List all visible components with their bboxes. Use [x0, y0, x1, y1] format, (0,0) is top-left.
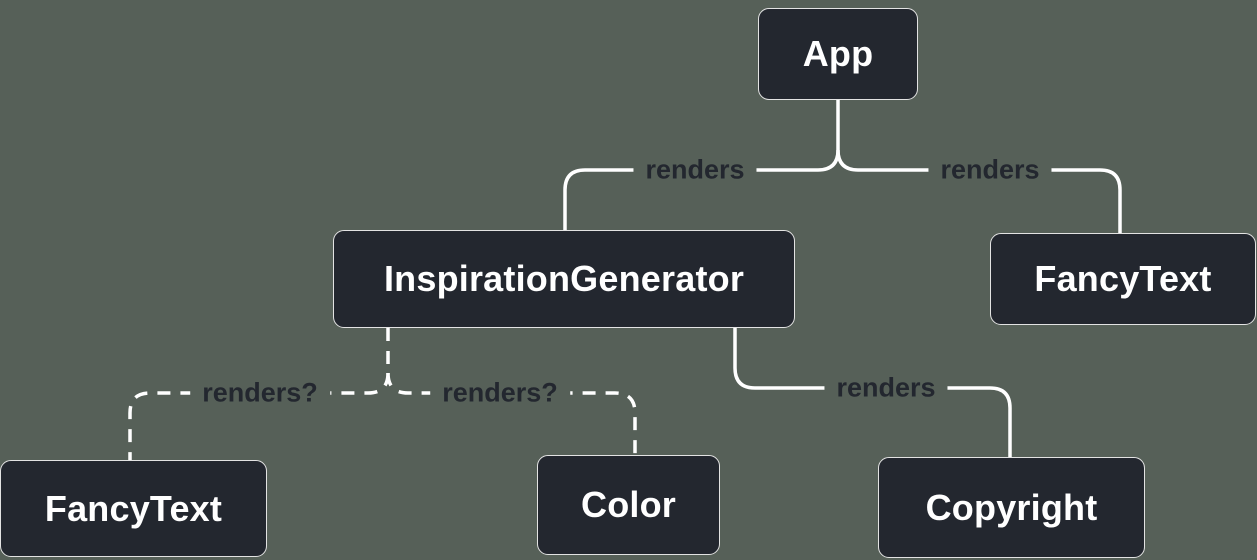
node-fancytext-top-label: FancyText — [1034, 258, 1212, 299]
node-inspirationgenerator-label: InspirationGenerator — [383, 258, 745, 299]
edge-label-renders-inspirationgenerator-copyright: renders — [824, 370, 948, 406]
edge-app-to-inspirationgenerator — [563, 149, 840, 230]
edge-inspirationgenerator-to-color — [386, 372, 637, 455]
edge-label-renders-inspirationgenerator-fancytext: renders? — [190, 375, 330, 411]
edge-label-renders-app-fancytext: renders — [928, 152, 1052, 188]
node-color-label: Color — [581, 484, 676, 525]
node-fancytext-bottom: FancyText — [0, 460, 267, 557]
node-color: Color — [537, 455, 720, 555]
node-copyright-label: Copyright — [925, 486, 1098, 528]
node-app-label: App — [802, 33, 874, 74]
node-fancytext-bottom-label: FancyText — [44, 487, 223, 529]
edge-label-renders-inspirationgenerator-color: renders? — [430, 375, 570, 411]
node-fancytext-top: FancyText — [990, 233, 1256, 325]
node-inspirationgenerator: InspirationGenerator — [333, 230, 795, 328]
edge-app-to-fancytext — [836, 149, 1122, 233]
edge-label-renders-app-inspirationgenerator: renders — [633, 152, 757, 188]
edge-inspirationgenerator-to-fancytext — [128, 372, 390, 460]
node-copyright: Copyright — [878, 457, 1145, 558]
node-app: App — [758, 8, 918, 100]
